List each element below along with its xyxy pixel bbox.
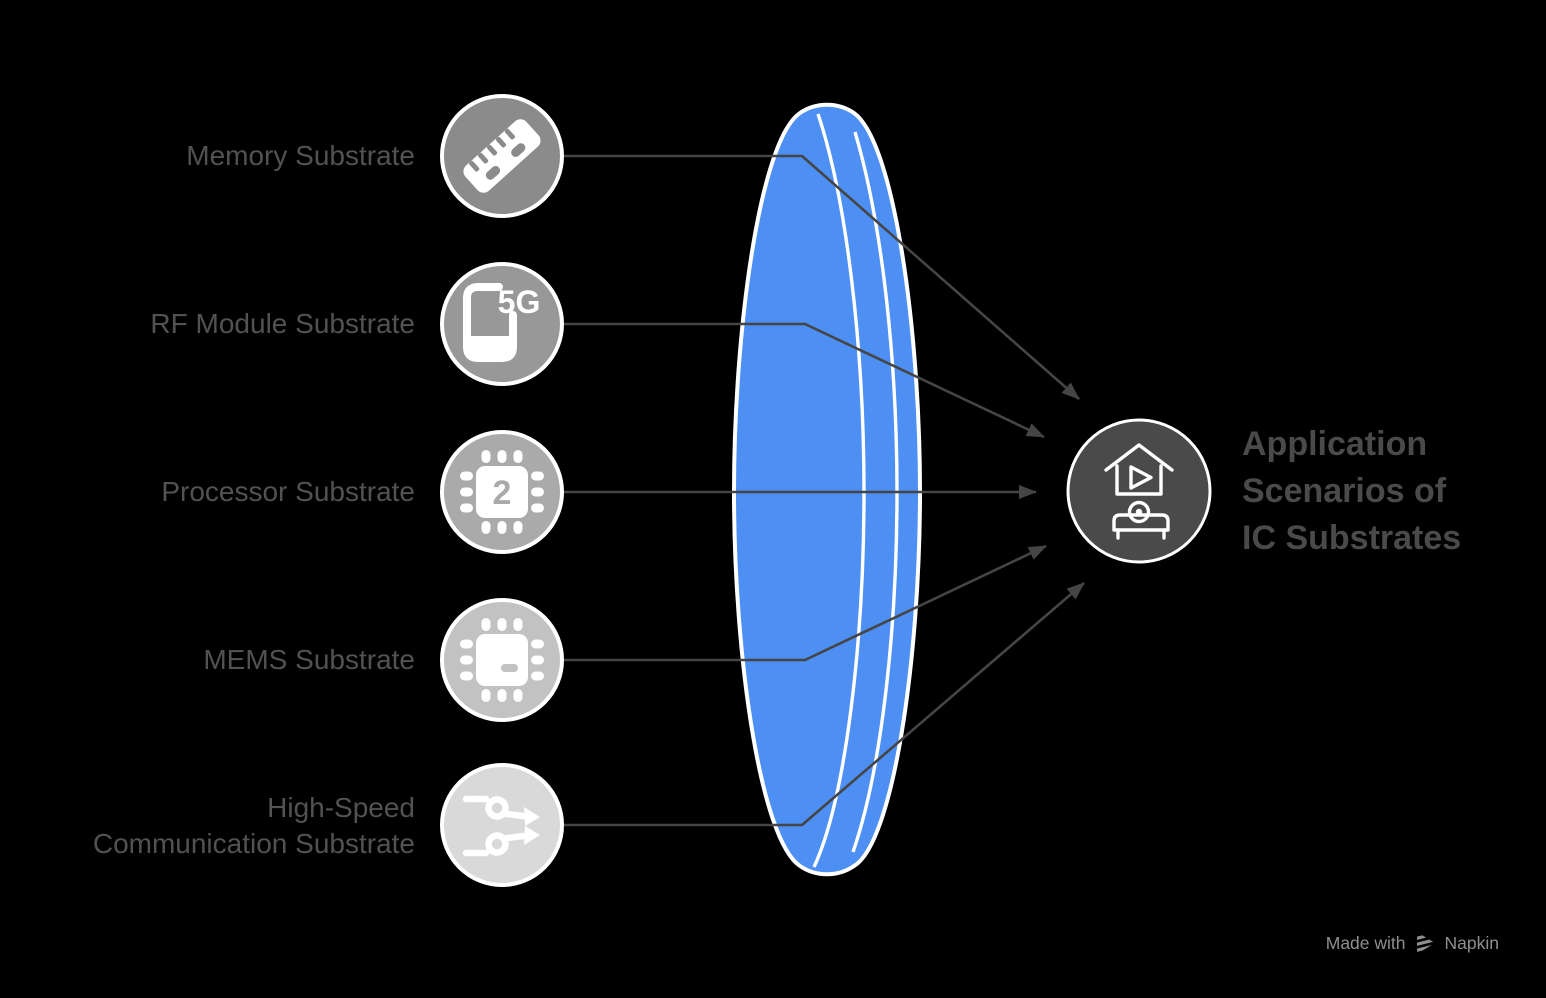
node-label-processor-substrate: Processor Substrate: [161, 476, 415, 507]
mems-chip-icon: [460, 618, 544, 702]
diagram-title-line: IC Substrates: [1242, 519, 1462, 557]
watermark-brand: Napkin: [1444, 932, 1499, 953]
napkin-logo-icon: [1416, 932, 1435, 954]
watermark-made-with: Made with: [1325, 932, 1406, 953]
connector-memory: [562, 154, 1080, 400]
node-high-speed-communication-substrate: [440, 763, 564, 887]
node-processor-substrate: 2: [440, 430, 564, 554]
connector-mems: [562, 544, 1047, 662]
connector-high-speed: [562, 582, 1085, 827]
watermark: Made with Napkin: [1326, 931, 1499, 955]
lens-shape: [731, 102, 923, 877]
processor-chip-icon: 2: [460, 450, 544, 534]
node-label-high-speed-communication-substrate: High-Speed Communication Substrate: [92, 792, 415, 859]
node-label-mems-substrate: MEMS Substrate: [203, 644, 415, 675]
diagram-title-line: Application: [1242, 425, 1428, 463]
diagram-title-line: Scenarios of: [1242, 472, 1447, 510]
home-entertainment-icon: [1104, 443, 1174, 540]
connector-rf-module: [562, 322, 1045, 439]
ruler-icon: [463, 119, 541, 193]
diagram-title: Application Scenarios of IC Substrates: [1242, 421, 1461, 562]
badge-5g: 5G: [498, 284, 541, 320]
node-label-rf-module-substrate: RF Module Substrate: [150, 308, 415, 339]
node-rf-module-substrate: 5G: [440, 262, 564, 386]
target-node-application-scenarios: [1066, 418, 1212, 564]
node-memory-substrate: [440, 94, 564, 218]
node-mems-substrate: [440, 598, 564, 722]
smartphone-5g-icon: 5G: [463, 283, 541, 362]
badge-2: 2: [493, 474, 512, 512]
route-arrows-icon: [462, 795, 540, 857]
node-label-memory-substrate: Memory Substrate: [186, 140, 415, 171]
